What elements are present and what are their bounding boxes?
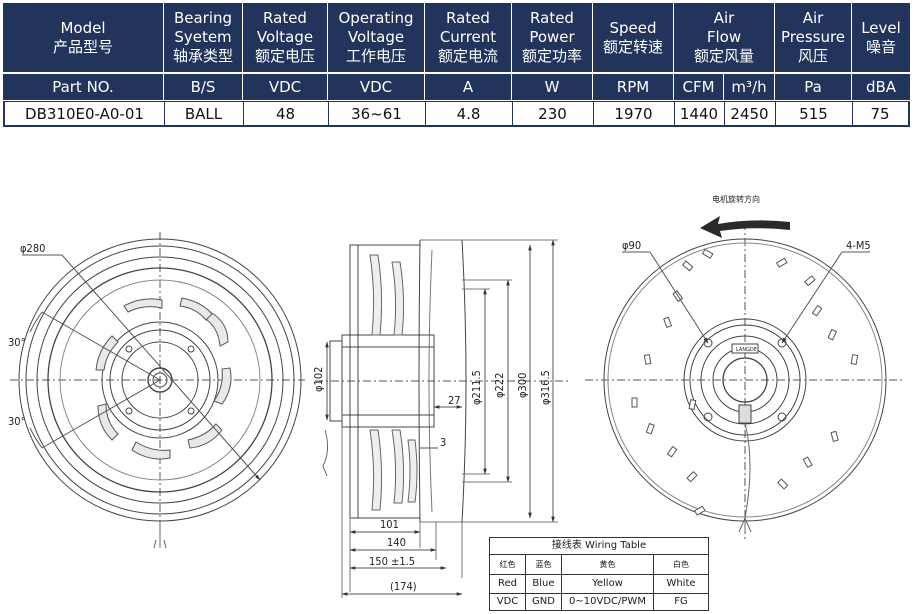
wiring-en-yellow: Yellow xyxy=(562,574,654,593)
wiring-cn-white: 白色 xyxy=(673,560,689,569)
value-cfm: 1440 xyxy=(674,101,724,127)
header-air-pressure: Air Pressure 风压 xyxy=(775,3,851,72)
value-rated-current: 4.8 xyxy=(425,101,512,127)
unit-vdc-rated: VDC xyxy=(243,74,327,100)
wiring-cn-blue: 蓝色 xyxy=(526,555,562,574)
value-bearing: BALL xyxy=(164,101,243,127)
dim-phi-316-5: φ316.5 xyxy=(539,370,552,405)
wiring-signal-vdc: VDC xyxy=(490,593,526,611)
dim-140: 140 xyxy=(387,536,406,549)
dim-27: 27 xyxy=(448,394,461,407)
front-angle-top: 30° xyxy=(8,336,26,349)
wiring-cn-yellow: 黄色 xyxy=(562,555,654,574)
dim-174: (174) xyxy=(390,580,417,593)
dim-phi-222: φ222 xyxy=(493,373,506,398)
brand-label: LANGDE xyxy=(736,347,757,353)
front-view xyxy=(10,232,305,549)
value-level: 75 xyxy=(852,101,910,127)
header-level: Level 噪音 xyxy=(852,3,910,72)
header-bearing: Bearing Syetem 轴承类型 xyxy=(164,3,242,72)
value-m3h: 2450 xyxy=(724,101,775,127)
rear-view xyxy=(585,222,905,540)
wiring-signal-pwm: 0~10VDC/PWM xyxy=(562,593,654,611)
unit-cfm: CFM xyxy=(674,74,723,100)
unit-bs: B/S xyxy=(164,74,242,100)
wiring-signal-fg: FG xyxy=(674,596,688,607)
wiring-en-white: White xyxy=(666,578,696,589)
header-model: Model 产品型号 xyxy=(3,3,163,72)
header-air-flow: Air Flow 额定风量 xyxy=(674,3,774,72)
dim-phi-102: φ102 xyxy=(312,367,325,392)
wiring-en-red: Red xyxy=(490,574,526,593)
wiring-row-cn: 红色 蓝色 黄色 白色 xyxy=(490,555,708,575)
dim-phi-300: φ300 xyxy=(516,373,529,398)
value-rated-power: 230 xyxy=(512,101,593,127)
rotation-arrow-icon xyxy=(700,216,790,238)
header-operating-voltage: Operating Voltage 工作电压 xyxy=(328,3,424,72)
unit-m3h: m³/h xyxy=(724,74,774,100)
dim-phi-211-5: φ211.5 xyxy=(470,370,483,405)
header-speed: Speed 额定转速 xyxy=(593,3,673,72)
wiring-signal-gnd: GND xyxy=(526,593,562,611)
dim-150: 150 ±1.5 xyxy=(369,555,415,568)
wiring-table: 接线表 Wiring Table 红色 蓝色 黄色 白色 Red Blue Ye… xyxy=(489,537,709,611)
header-rated-voltage: Rated Voltage 额定电压 xyxy=(243,3,327,72)
unit-rpm: RPM xyxy=(593,74,673,100)
wiring-cn-red: 红色 xyxy=(490,555,526,574)
value-part-no: DB310E0-A0-01 xyxy=(3,101,164,127)
wiring-en-blue: Blue xyxy=(526,574,562,593)
header-rated-current: Rated Current 额定电流 xyxy=(425,3,511,72)
unit-vdc-operating: VDC xyxy=(328,74,424,100)
value-rated-voltage: 48 xyxy=(243,101,328,127)
side-view xyxy=(315,239,570,598)
unit-part-no: Part NO. xyxy=(3,74,163,100)
value-operating-voltage: 36~61 xyxy=(328,101,425,127)
spec-table: Model 产品型号 Bearing Syetem 轴承类型 Rated Vol… xyxy=(3,3,910,127)
unit-pa: Pa xyxy=(775,74,851,100)
rear-holes-label: 4-M5 xyxy=(846,239,871,252)
dim-101: 101 xyxy=(380,518,399,531)
front-diameter-label: φ280 xyxy=(20,242,45,255)
dim-3: 3 xyxy=(440,436,446,449)
unit-amp: A xyxy=(425,74,511,100)
value-pressure: 515 xyxy=(775,101,852,127)
front-angle-bottom: 30° xyxy=(8,415,26,428)
wiring-table-title: 接线表 Wiring Table xyxy=(490,538,708,555)
unit-dba: dBA xyxy=(852,74,910,100)
unit-watt: W xyxy=(512,74,592,100)
rear-diameter-label: φ90 xyxy=(622,239,641,252)
wiring-row-en: Red Blue Yellow White xyxy=(490,574,708,594)
value-speed: 1970 xyxy=(593,101,674,127)
header-rated-power: Rated Power 额定功率 xyxy=(512,3,592,72)
rotation-direction-label: 电机旋转方向 xyxy=(712,194,760,204)
wiring-row-signal: VDC GND 0~10VDC/PWM FG xyxy=(490,593,708,611)
